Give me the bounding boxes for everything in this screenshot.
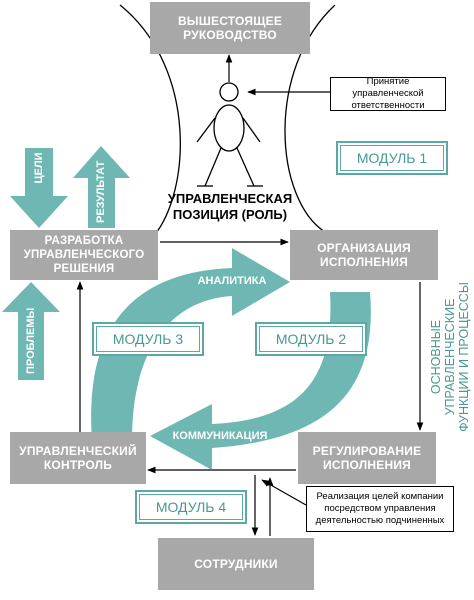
goals-arrow-shape [10,148,68,228]
module-3-box: МОДУЛЬ 3 [92,322,204,356]
result-arrow-label: РЕЗУЛЬТАТ [95,160,107,223]
responsibility-note: Принятие управленческой ответственности [330,76,446,111]
execution-organization-box: ОРГАНИЗАЦИЯ ИСПОЛНЕНИЯ [290,230,438,280]
decision-development-box: РАЗРАБОТКА УПРАВЛЕНЧЕСКОГО РЕШЕНИЯ [10,230,158,280]
module-1-box: МОДУЛЬ 1 [336,141,448,175]
analytics-cycle-arrow [91,248,290,440]
problems-arrow-label: ПРОБЛЕМЫ [25,307,37,374]
management-control-box: УПРАВЛЕНЧЕСКИЙ КОНТРОЛЬ [10,432,146,484]
result-arrow-shape [73,146,130,228]
role-label: УПРАВЛЕНЧЕСКАЯ ПОЗИЦИЯ (РОЛЬ) [167,191,293,222]
analytics-label: АНАЛИТИКА [197,275,267,287]
arrow-note-to-center [261,479,307,506]
person-icon [196,82,263,187]
oval-left-arc [119,4,181,241]
top-management-box: ВЫШЕСТОЯЩЕЕ РУКОВОДСТВО [150,2,310,54]
module-4-box: МОДУЛЬ 4 [135,490,247,524]
goals-arrow-label: ЦЕЛИ [33,152,45,184]
problems-arrow-shape [2,282,60,380]
company-goals-note: Реализация целей компании посредством уп… [306,486,454,532]
module-2-box: МОДУЛЬ 2 [255,322,367,356]
execution-regulation-box: РЕГУЛИРОВАНИЕ ИСПОЛНЕНИЯ [298,432,436,484]
side-functions-label: ОСНОВНЫЕ УПРАВЛЕНЧЕСКИЕ ФУНКЦИИ И ПРОЦЕС… [429,282,471,432]
employees-box: СОТРУДНИКИ [158,538,314,590]
communication-cycle-arrow [150,292,371,470]
communication-label: КОММУНИКАЦИЯ [172,430,268,442]
oval-right-arc [284,4,336,233]
